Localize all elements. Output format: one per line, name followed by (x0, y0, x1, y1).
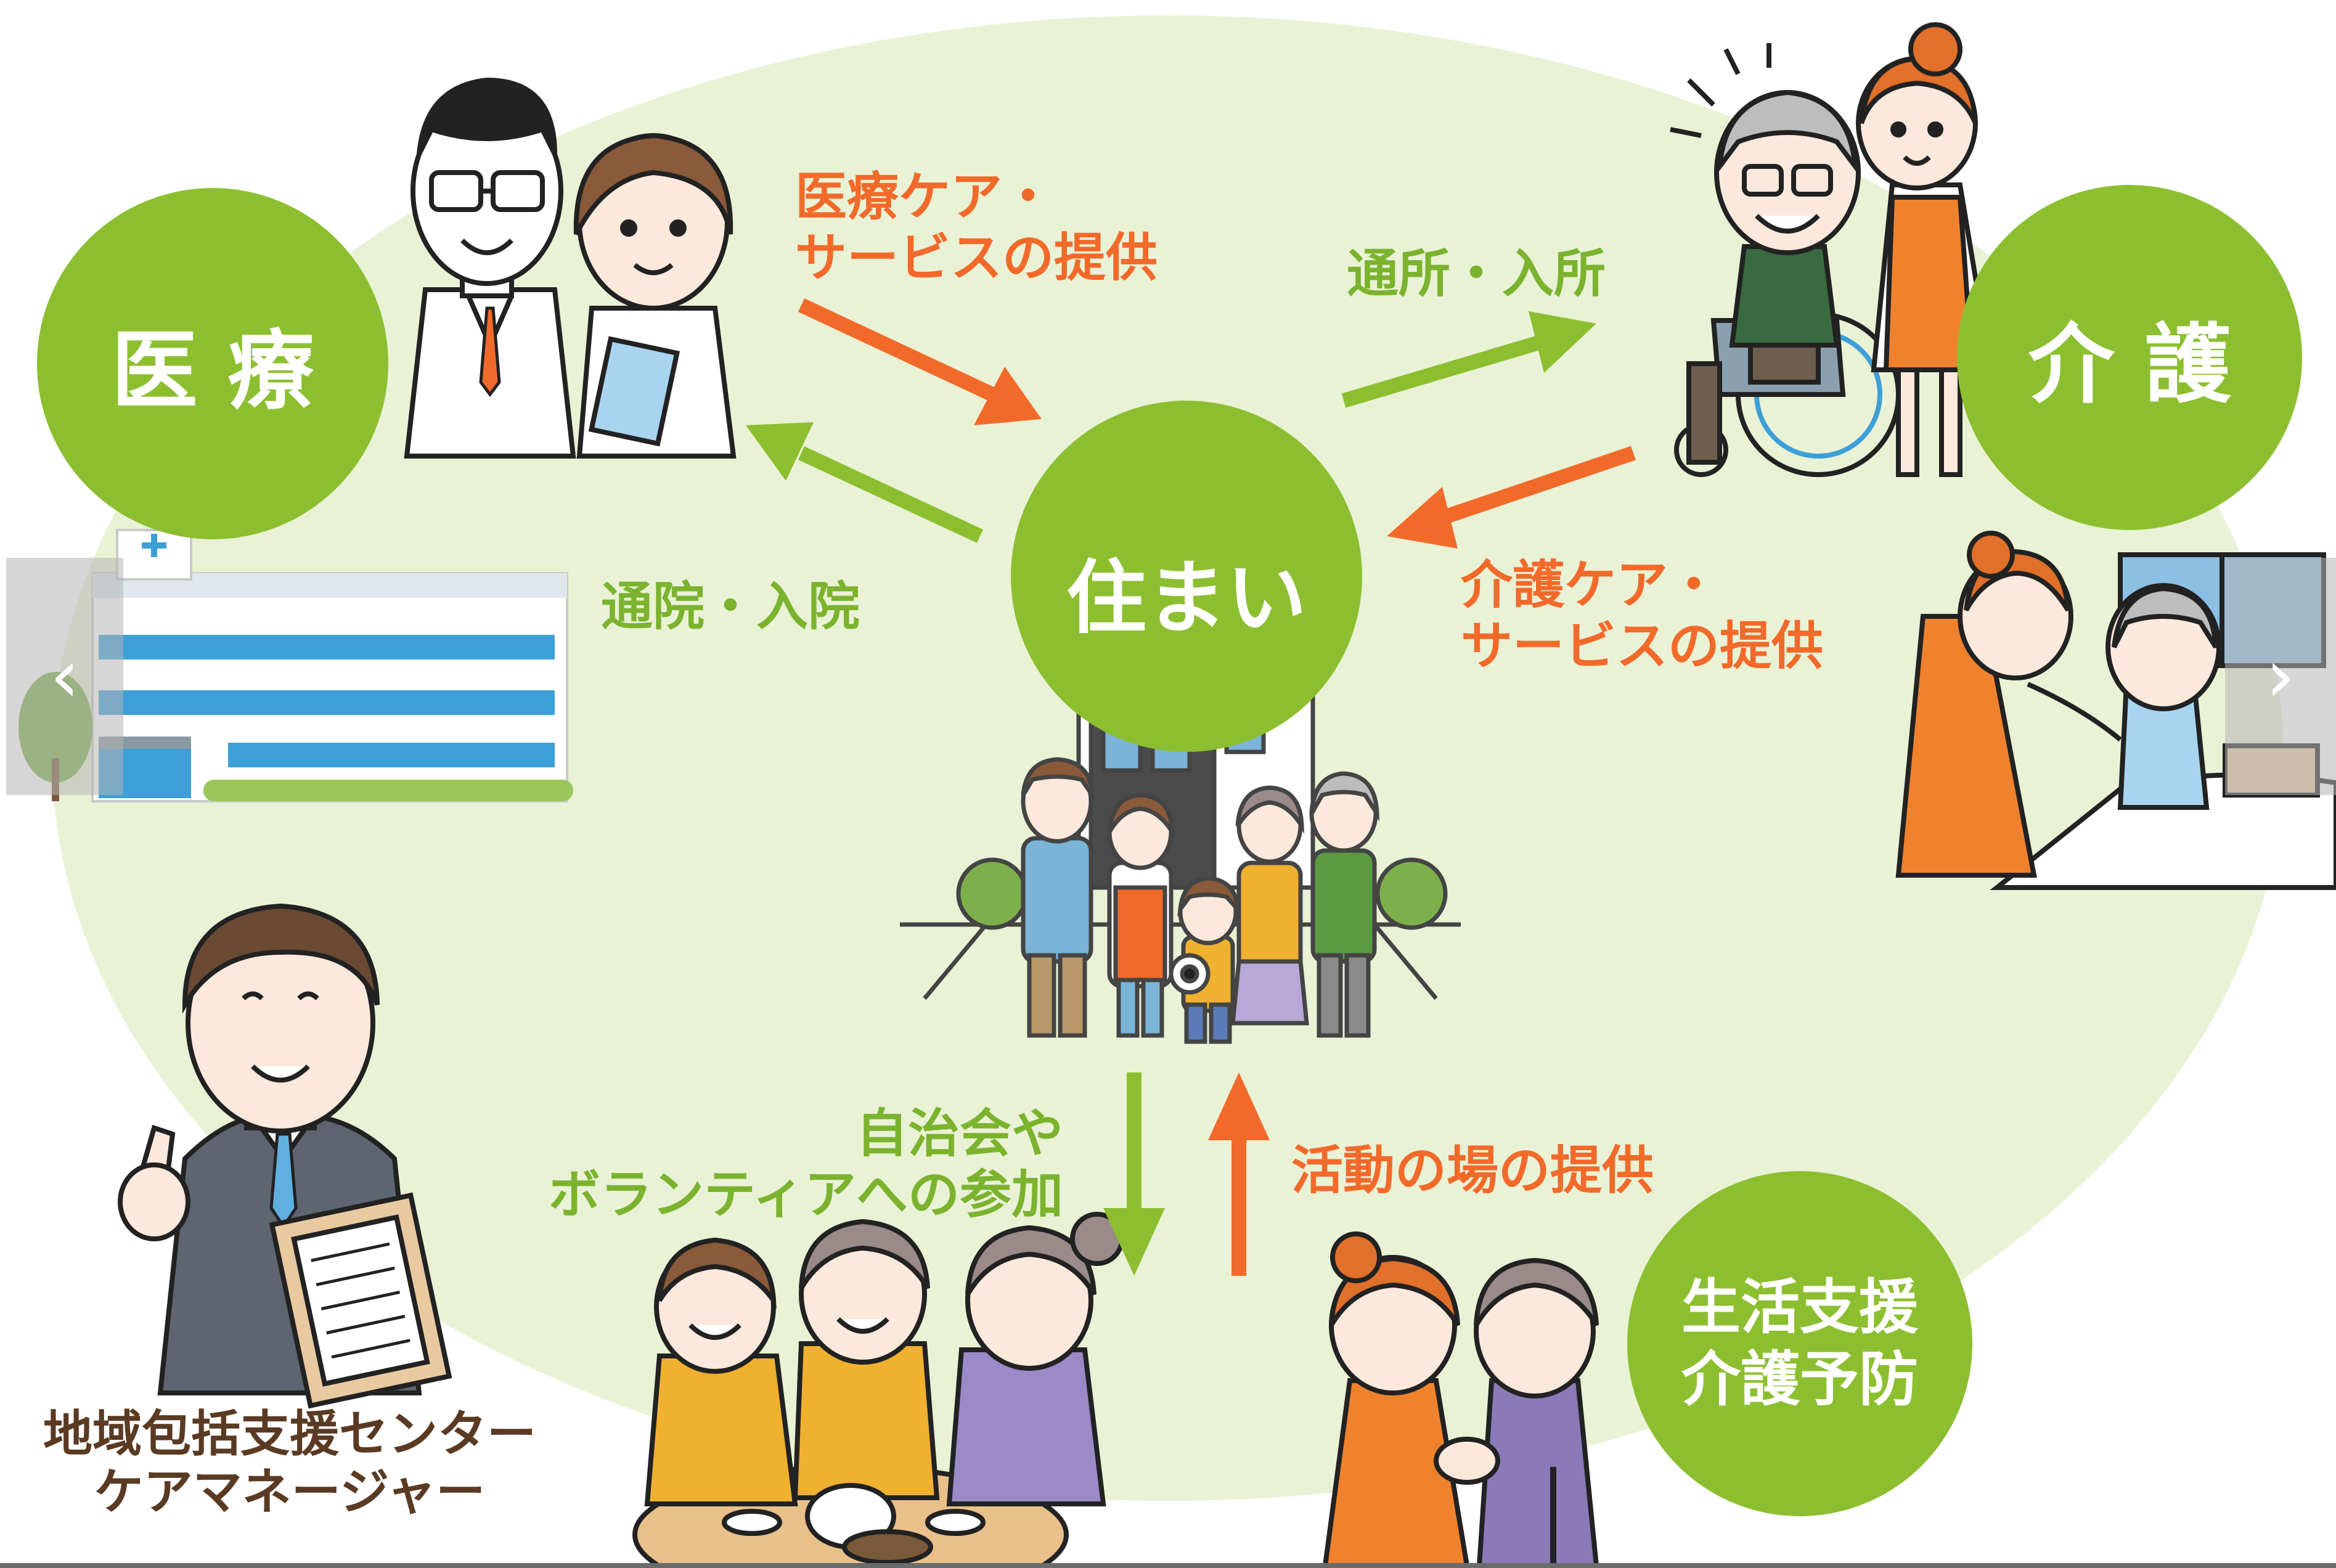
label-tsusho: 通所・入所 (1347, 243, 1606, 304)
arrow-iryo-care (798, 298, 996, 401)
label-kaigo-care: 介護ケア・ サービスの提供 (1461, 555, 1823, 677)
caption-line1: 地域包括支援センター (43, 1405, 536, 1463)
next-slide-button[interactable]: › (2225, 558, 2336, 795)
bottom-border (0, 1563, 2336, 1568)
node-sumai-label: 住まい (1066, 551, 1307, 645)
node-kaigo: 介 護 (1957, 185, 2302, 530)
node-seikatsu-line2: 介護予防 (1681, 1345, 1918, 1414)
doctor-illustration (404, 77, 576, 459)
label-sanka-line2: ボランティアへの参加 (549, 1164, 1063, 1225)
label-kaigo-care-line1: 介護ケア・ (1461, 555, 1720, 615)
caption-care-manager: 地域包括支援センター ケアマネージャー (18, 1405, 561, 1522)
caregiver-illustration (1856, 22, 1994, 477)
prev-slide-button[interactable]: ‹ (6, 558, 123, 795)
label-sanka-line1: 自治会や (856, 1103, 1063, 1164)
node-seikatsu: 生活支援 介護予防 (1627, 1171, 1972, 1516)
label-katsudo-text: 活動の場の提供 (1291, 1140, 1654, 1201)
elder-tea-party-illustration (632, 1212, 1124, 1568)
node-kaigo-label: 介 護 (2028, 315, 2231, 415)
node-seikatsu-line1: 生活支援 (1681, 1272, 1918, 1342)
support-pair-illustration (1322, 1231, 1599, 1568)
chevron-right-icon: › (2266, 634, 2295, 719)
label-kaigo-care-line2: サービスの提供 (1461, 616, 1824, 677)
arrow-tsuin (798, 446, 984, 543)
chevron-left-icon: ‹ (50, 634, 80, 719)
label-iryo-care-line2: サービスの提供 (795, 227, 1158, 288)
caption-line2: ケアマネージャー (94, 1463, 486, 1521)
label-tsusho-text: 通所・入所 (1347, 243, 1606, 304)
label-tsuin-text: 通院・入院 (601, 576, 860, 637)
arrow-kaigo-care (1440, 446, 1636, 525)
arrow-tsusho (1341, 335, 1543, 408)
wheelchair-elder-illustration (1670, 43, 1901, 477)
arrows (746, 298, 1636, 1276)
label-iryo-care: 医療ケア・ サービスの提供 (795, 166, 1158, 288)
node-iryo: 医 療 (37, 188, 388, 539)
label-katsudo: 活動の場の提供 (1291, 1140, 1654, 1201)
nurse-illustration (573, 133, 737, 459)
label-sanka: 自治会や ボランティアへの参加 (496, 1103, 1063, 1225)
node-sumai: 住まい (1011, 401, 1362, 752)
care-manager-illustration (118, 903, 452, 1409)
label-iryo-care-line1: 医療ケア・ (795, 166, 1055, 227)
node-iryo-label: 医 療 (111, 321, 314, 422)
label-tsuin: 通院・入院 (601, 576, 860, 637)
